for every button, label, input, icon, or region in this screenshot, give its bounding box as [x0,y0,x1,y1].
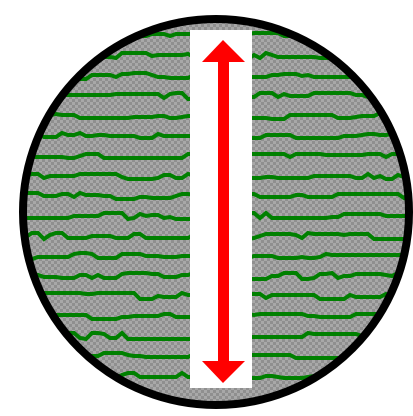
arrow-shaft [218,58,229,368]
